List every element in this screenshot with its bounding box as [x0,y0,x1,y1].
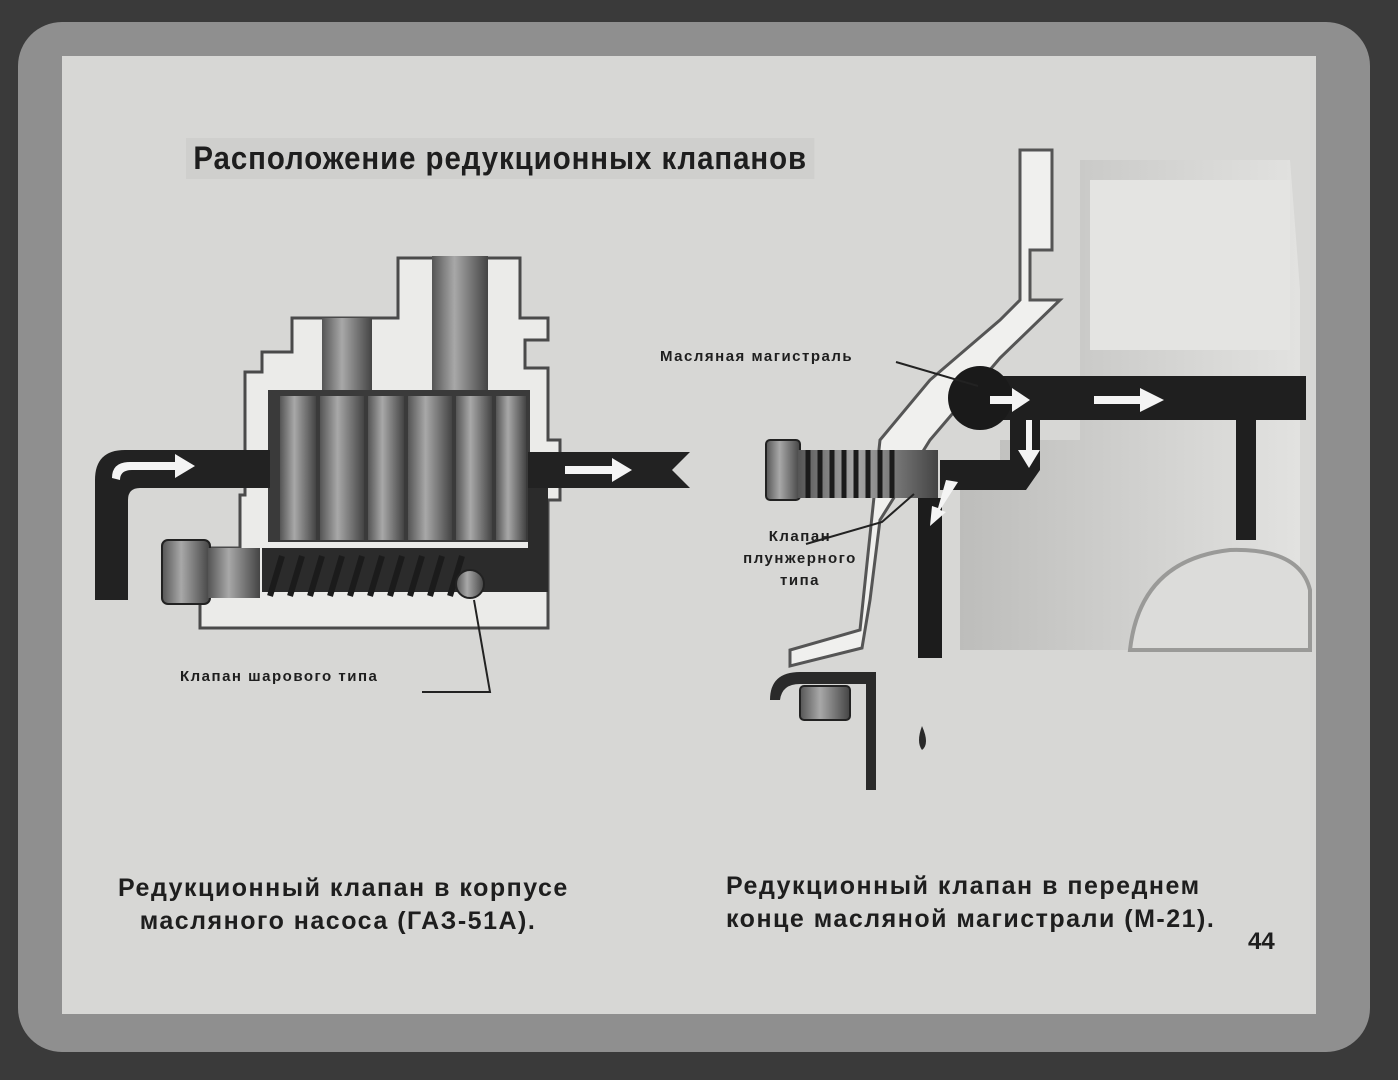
pan-flange [770,672,876,790]
front-cover [788,148,1064,668]
left-caption: Редукционный клапан в корпусе масляного … [118,872,569,938]
valve-spring [267,555,465,597]
ball-valve-label: Клапан шарового типа [180,668,379,685]
ball-valve-leader [422,599,492,693]
oil-drop [919,726,926,750]
plunger-valve-label: Клапан плунжерного типа [741,526,859,592]
driven-gear-shaft [322,318,372,396]
right-caption-line1: Редукционный клапан в переднем [726,872,1201,900]
left-caption-line1: Редукционный клапан в корпусе [118,874,569,902]
plunger-valve-label-line3: типа [780,572,820,589]
flow-arrow-inlet [112,454,195,480]
oil-main-leader [895,361,979,387]
drive-gear-shaft [432,256,488,396]
crankshaft-bearing [1127,547,1312,652]
plunger-valve-label-line1: Клапан [768,528,832,545]
oil-pump-diagram [95,256,690,693]
valve-ball [455,569,485,599]
inlet-channel [95,450,270,600]
flow-arrow-drain [930,480,958,526]
left-caption-line2: масляного насоса (ГАЗ-51А). [139,907,537,935]
drain-channel [918,498,942,658]
plunger-valve-thread [805,450,895,498]
flow-arrow-main [1094,388,1164,412]
flow-arrow-bore [990,388,1030,412]
plunger-leader [805,493,915,545]
pan-bolt [799,685,851,721]
flow-arrow-down [1018,420,1040,468]
valve-plug [161,539,211,605]
page-number: 44 [1248,928,1275,955]
flow-arrow-outlet [565,458,632,482]
plunger-valve-plug [765,439,801,501]
right-caption-line2: конце масляной магистрали (М-21). [726,905,1216,933]
gears [280,396,526,540]
plunger-valve-label-line2: плунжерного [743,550,857,567]
oil-main-label: Масляная магистраль [660,348,854,365]
oil-main-diagram [765,148,1312,790]
right-caption: Редукционный клапан в переднем конце мас… [726,870,1226,936]
page-title: Расположение редукционных клапанов [186,138,815,179]
